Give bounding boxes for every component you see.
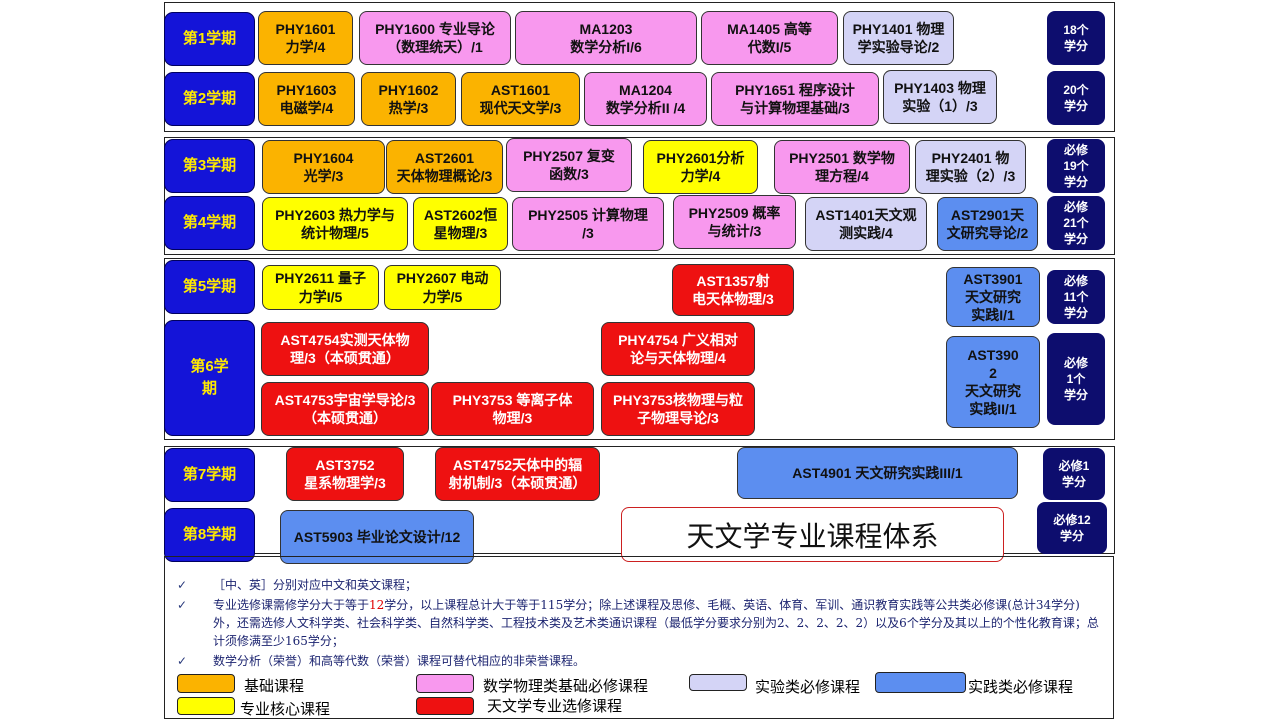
course-ast4901: AST4901 天文研究实践III/1 bbox=[737, 447, 1018, 499]
course-phy1600: PHY1600 专业导论 （数理统天）/1 bbox=[359, 11, 511, 65]
semester-label-4: 第4学期 bbox=[164, 196, 255, 250]
legend-label-core: 专业核心课程 bbox=[240, 700, 331, 718]
course-phy2507: PHY2507 复变 函数/3 bbox=[506, 138, 632, 192]
course-phy2505: PHY2505 计算物理 /3 bbox=[512, 197, 664, 251]
course-phy4754: PHY4754 广义相对 论与天体物理/4 bbox=[601, 322, 755, 376]
course-ast3901: AST3901 天文研究 实践I/1 bbox=[946, 267, 1040, 327]
course-phy1602: PHY1602 热学/3 bbox=[361, 72, 456, 126]
legend-label-practice: 实践类必修课程 bbox=[968, 678, 1074, 696]
credit-box-2: 20个 学分 bbox=[1047, 71, 1105, 125]
course-ma1203: MA1203 数学分析I/6 bbox=[515, 11, 697, 65]
course-ast5903: AST5903 毕业论文设计/12 bbox=[280, 510, 474, 564]
course-ast3902: AST390 2 天文研究 实践II/1 bbox=[946, 336, 1040, 428]
course-ast3752: AST3752 星系物理学/3 bbox=[286, 447, 404, 501]
legend-swatch-elective bbox=[416, 697, 474, 715]
course-ast1401: AST1401天文观 测实践/4 bbox=[805, 197, 927, 251]
note-2: ✓ 专业选修课需修学分大于等于12学分，以上课程总计大于等于115学分；除上述课… bbox=[177, 598, 1099, 648]
course-phy1603: PHY1603 电磁学/4 bbox=[258, 72, 355, 126]
course-phy1401: PHY1401 物理 学实验导论/2 bbox=[843, 11, 954, 65]
course-ma1405: MA1405 高等 代数I/5 bbox=[701, 11, 838, 65]
diagram-title: 天文学专业课程体系 bbox=[621, 507, 1004, 562]
course-phy1651: PHY1651 程序设计 与计算物理基础/3 bbox=[711, 72, 879, 126]
course-phy2501: PHY2501 数学物 理方程/4 bbox=[774, 140, 910, 194]
semester-label-7: 第7学期 bbox=[164, 448, 255, 502]
credit-box-6: 必修 1个 学分 bbox=[1047, 333, 1105, 425]
legend-label-foundation: 基础课程 bbox=[244, 677, 305, 695]
semester-label-6: 第6学 期 bbox=[164, 320, 255, 436]
course-phy2611: PHY2611 量子 力学I/5 bbox=[262, 265, 379, 310]
semester-label-2: 第2学期 bbox=[164, 72, 255, 126]
note-1: ✓ ［中、英］分别对应中文和英文课程； bbox=[177, 578, 418, 592]
semester-label-5: 第5学期 bbox=[164, 260, 255, 314]
semester-label-8: 第8学期 bbox=[164, 508, 255, 562]
semester-label-3: 第3学期 bbox=[164, 139, 255, 193]
course-ast4752: AST4752天体中的辐 射机制/3（本硕贯通） bbox=[435, 447, 600, 501]
credit-box-1: 18个 学分 bbox=[1047, 11, 1105, 65]
note-3: ✓ 数学分析（荣誉）和高等代数（荣誉）课程可替代相应的非荣誉课程。 bbox=[177, 654, 586, 668]
course-phy2601: PHY2601分析 力学/4 bbox=[643, 140, 758, 194]
semester-label-1: 第1学期 bbox=[164, 12, 255, 66]
legend-label-elective: 天文学专业选修课程 bbox=[487, 697, 623, 715]
course-ast4754: AST4754实测天体物 理/3（本硕贯通） bbox=[261, 322, 429, 376]
course-phy2607: PHY2607 电动 力学/5 bbox=[384, 265, 501, 310]
course-ast2602: AST2602恒 星物理/3 bbox=[413, 197, 508, 251]
legend-label-lab: 实验类必修课程 bbox=[755, 678, 861, 696]
legend-label-mathphys: 数学物理类基础必修课程 bbox=[483, 677, 649, 695]
course-ast4753: AST4753宇宙学导论/3 （本硕贯通） bbox=[261, 382, 429, 436]
legend-swatch-core bbox=[177, 697, 235, 715]
course-ast2601: AST2601 天体物理概论/3 bbox=[386, 140, 503, 194]
course-phy2509: PHY2509 概率 与统计/3 bbox=[673, 195, 796, 249]
course-phy2401: PHY2401 物 理实验（2）/3 bbox=[915, 140, 1026, 194]
legend-swatch-mathphys bbox=[416, 674, 474, 693]
course-phy1403: PHY1403 物理 实验（1）/3 bbox=[883, 70, 997, 124]
course-phy3753-nuclear: PHY3753核物理与粒 子物理导论/3 bbox=[601, 382, 755, 436]
course-ast1357: AST1357射 电天体物理/3 bbox=[672, 264, 794, 316]
credit-box-3: 必修 19个 学分 bbox=[1047, 139, 1105, 193]
credit-box-7: 必修1 学分 bbox=[1043, 448, 1105, 500]
notes-panel: ✓ ［中、英］分别对应中文和英文课程； ✓ 专业选修课需修学分大于等于12学分，… bbox=[164, 556, 1114, 719]
check-icon: ✓ bbox=[177, 598, 188, 612]
credit-box-4: 必修 21个 学分 bbox=[1047, 196, 1105, 250]
course-ast2901: AST2901天 文研究导论/2 bbox=[937, 197, 1038, 251]
credit-box-8: 必修12 学分 bbox=[1037, 502, 1107, 554]
legend-swatch-lab bbox=[689, 674, 747, 691]
check-icon: ✓ bbox=[177, 578, 188, 592]
course-phy3753-plasma: PHY3753 等离子体 物理/3 bbox=[431, 382, 594, 436]
credit-box-5: 必修 11个 学分 bbox=[1047, 270, 1105, 324]
check-icon: ✓ bbox=[177, 654, 188, 668]
legend-swatch-practice bbox=[875, 672, 966, 693]
course-phy1604: PHY1604 光学/3 bbox=[262, 140, 385, 194]
course-phy2603: PHY2603 热力学与 统计物理/5 bbox=[262, 197, 408, 251]
course-phy1601: PHY1601 力学/4 bbox=[258, 11, 353, 65]
course-ast1601: AST1601 现代天文学/3 bbox=[461, 72, 580, 126]
course-ma1204: MA1204 数学分析II /4 bbox=[584, 72, 707, 126]
legend-swatch-foundation bbox=[177, 674, 235, 693]
